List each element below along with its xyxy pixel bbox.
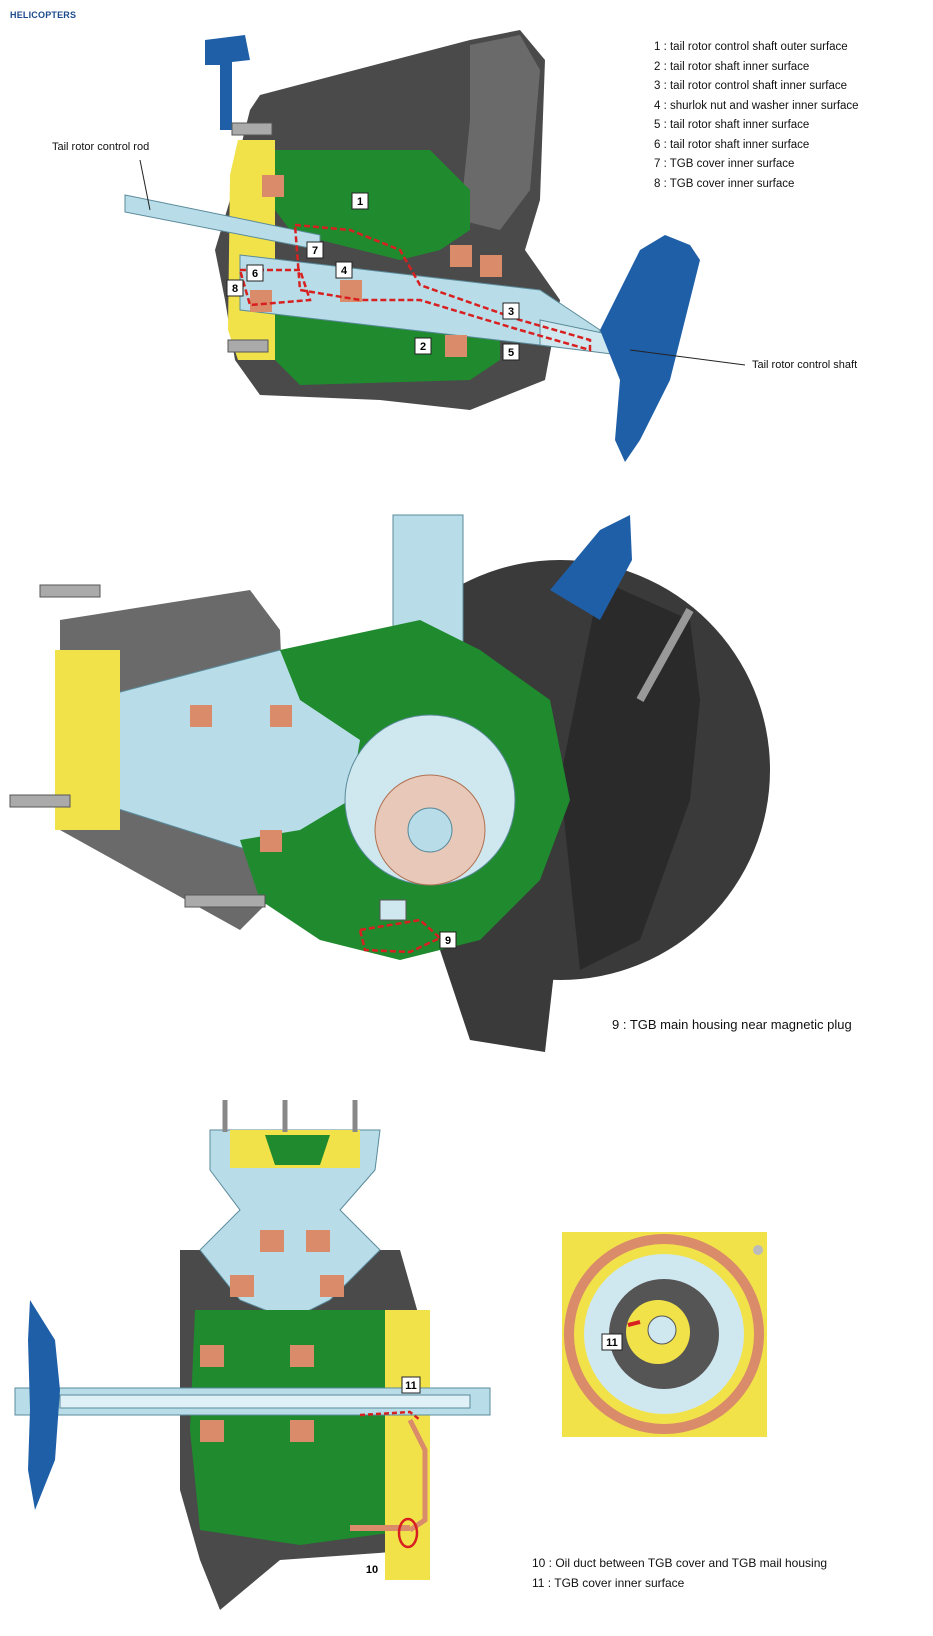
callout-control-rod: Tail rotor control rod xyxy=(52,141,150,153)
bearing-d-shape xyxy=(320,1275,344,1297)
oil-duct-cutaway-drawing: 10 11 11 xyxy=(14,1100,767,1610)
rotor-flange-shape xyxy=(28,1300,60,1510)
inner-shaft-shape xyxy=(59,1394,471,1409)
bearing-h-shape xyxy=(290,1420,314,1442)
control-shaft-cutaway-drawing: 1 2 3 4 5 6 7 8 xyxy=(124,30,746,462)
housing-rib-shape xyxy=(460,35,540,230)
bearing-a-shape xyxy=(260,1230,284,1252)
green-section-shape xyxy=(275,150,470,260)
svg-text:7: 7 xyxy=(312,245,318,257)
bearing-b-shape xyxy=(270,705,292,727)
legend-item: 6 : tail rotor shaft inner surface xyxy=(654,138,810,151)
panel-main-housing-section: 9 9 : TGB main housing near magnetic plu… xyxy=(0,500,933,1060)
bearing-c-shape xyxy=(230,1275,254,1297)
marker-7: 7 xyxy=(306,241,324,259)
marker-1: 1 xyxy=(351,192,369,210)
bearing-f-shape xyxy=(200,1420,224,1442)
contamination-zone-oil-duct xyxy=(397,1517,419,1549)
panel-control-shaft-section: 1 2 3 4 5 6 7 8 Tail rotor control rod T… xyxy=(0,0,933,480)
legend-item: 11 : TGB cover inner surface xyxy=(532,1575,685,1590)
bolt-bottom-shape xyxy=(227,339,269,353)
marker-6: 6 xyxy=(246,264,264,282)
marker-9: 9 xyxy=(439,931,457,949)
legend-item: 4 : shurlok nut and washer inner surface xyxy=(654,99,859,112)
contamination-zone-control-shaft xyxy=(293,223,592,352)
legend-panel1: 1 : tail rotor control shaft outer surfa… xyxy=(654,38,859,194)
legend-panel3: 10 : Oil duct between TGB cover and TGB … xyxy=(532,1554,827,1593)
bearing-d-shape xyxy=(250,290,272,312)
legend-item: 5 : tail rotor shaft inner surface xyxy=(654,119,810,131)
svg-text:9: 9 xyxy=(445,935,451,947)
caption-magnetic-plug: 9 : TGB main housing near magnetic plug xyxy=(612,1017,852,1032)
callout-control-shaft: Tail rotor control shaft xyxy=(752,359,858,371)
top-green-shape xyxy=(265,1135,330,1165)
svg-text:10: 10 xyxy=(366,1564,378,1576)
mount-bracket-shape xyxy=(550,515,632,620)
inset-marker-box xyxy=(601,1333,623,1351)
bearing-f-shape xyxy=(445,335,467,357)
legend-item: 8 : TGB cover inner surface xyxy=(654,177,795,190)
bearing-b-shape xyxy=(306,1230,330,1252)
marker-3: 3 xyxy=(502,302,520,320)
leader-rod xyxy=(139,159,151,211)
bolt-top-shape xyxy=(231,122,273,136)
svg-text:5: 5 xyxy=(508,347,514,359)
bolt-top-shape xyxy=(39,584,101,598)
bearing-g-shape xyxy=(290,1345,314,1367)
contamination-zone-cover xyxy=(238,268,312,307)
rotor-flange-shape xyxy=(600,235,700,462)
marker-2: 2 xyxy=(414,337,432,355)
contamination-zone-cover xyxy=(359,1410,421,1421)
bearing-c-shape xyxy=(260,830,282,852)
legend-item: 1 : tail rotor control shaft outer surfa… xyxy=(654,41,848,53)
tgb-cover-shape xyxy=(55,650,120,830)
control-rod-shape xyxy=(636,608,694,702)
panel-oil-duct-section: 10 11 11 10 : Oil duct between TGB cover… xyxy=(0,1090,933,1631)
brand-header: HELICOPTERS xyxy=(10,10,77,20)
bolt-lower-shape xyxy=(184,894,266,908)
bearing-e-shape xyxy=(200,1345,224,1367)
svg-text:2: 2 xyxy=(420,341,426,353)
bearing-hub-shape xyxy=(407,807,453,853)
casing-lower-fin-shape xyxy=(430,920,560,1052)
inset-cover-detail: 11 xyxy=(562,1232,767,1437)
marker-8: 8 xyxy=(226,279,244,297)
oil-duct-shape xyxy=(407,1418,428,1533)
contamination-zone-magnetic-plug xyxy=(358,918,443,954)
bearing-a-shape xyxy=(262,175,284,197)
svg-text:1: 1 xyxy=(357,196,363,208)
bearing-c-shape xyxy=(480,255,502,277)
mount-bracket-shape xyxy=(205,35,250,130)
svg-text:8: 8 xyxy=(232,283,238,295)
marker-5: 5 xyxy=(502,343,520,361)
legend-item: 7 : TGB cover inner surface xyxy=(654,158,795,170)
svg-text:3: 3 xyxy=(508,306,514,318)
leader-shaft xyxy=(629,349,746,366)
legend-item: 2 : tail rotor shaft inner surface xyxy=(654,60,810,73)
legend-item: 10 : Oil duct between TGB cover and TGB … xyxy=(532,1556,828,1570)
svg-text:6: 6 xyxy=(252,268,258,280)
marker-11: 11 xyxy=(401,1376,421,1394)
main-housing-cutaway-drawing: 9 xyxy=(9,514,770,1052)
svg-text:11: 11 xyxy=(405,1380,417,1392)
bearing-a-shape xyxy=(190,705,212,727)
marker-4: 4 xyxy=(335,261,353,279)
legend-item: 3 : tail rotor control shaft inner surfa… xyxy=(654,80,848,92)
svg-text:4: 4 xyxy=(341,265,348,277)
marker-10: 10 xyxy=(366,1564,378,1576)
casing-right-shape xyxy=(560,580,700,970)
svg-text:11: 11 xyxy=(606,1337,618,1349)
bolt-bottom-shape xyxy=(9,794,71,808)
tgb-cover-shape xyxy=(228,140,275,360)
bearing-b-shape xyxy=(450,245,472,267)
magnetic-plug-shape xyxy=(379,899,407,921)
